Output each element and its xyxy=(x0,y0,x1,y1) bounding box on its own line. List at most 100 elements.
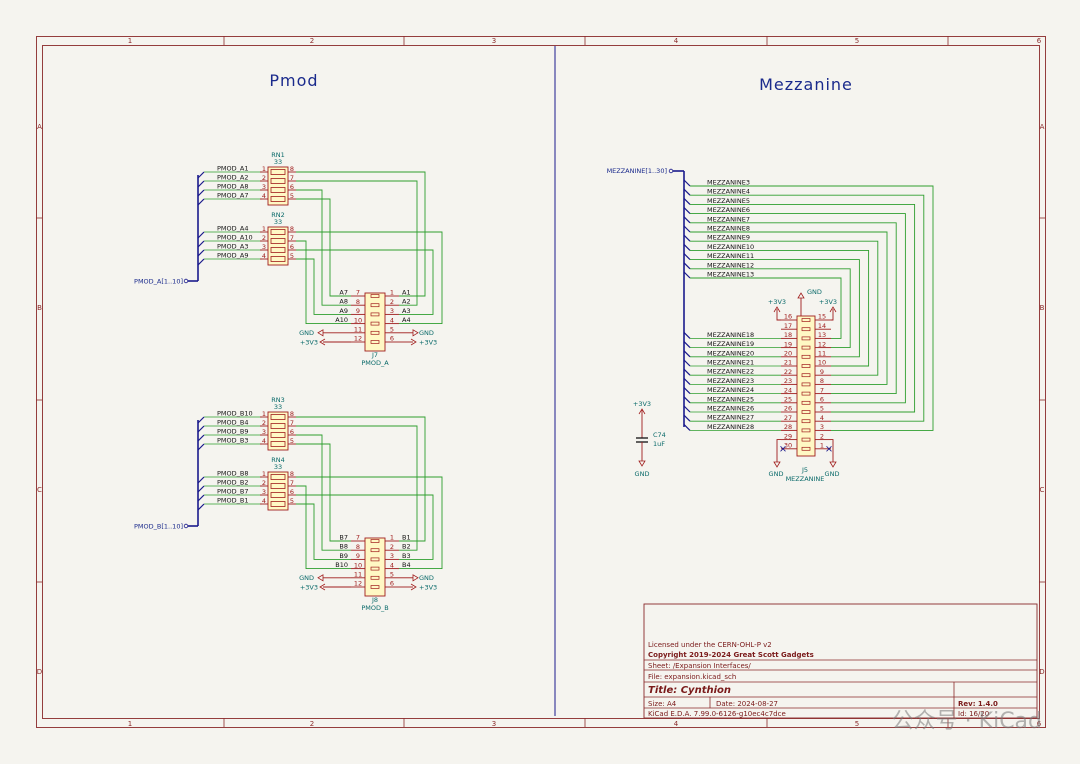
bus-entry xyxy=(197,240,205,248)
refdes: J5 xyxy=(801,466,808,474)
net-label: MEZZANINE19 xyxy=(707,340,754,348)
bus-entry xyxy=(683,271,691,279)
pin-number: 8 xyxy=(820,377,824,385)
net-label: MEZZANINE12 xyxy=(707,261,754,269)
net-label: MEZZANINE21 xyxy=(707,359,754,367)
wire xyxy=(296,198,351,297)
net-label: PMOD_B3 xyxy=(217,437,249,445)
resistor-element xyxy=(270,414,286,420)
connector-pin-pad xyxy=(801,419,811,424)
pin-number: 9 xyxy=(820,368,824,376)
pin-number: 5 xyxy=(290,192,294,200)
net-label: PMOD_A8 xyxy=(217,183,248,191)
pin-number: 3 xyxy=(390,307,394,315)
bus-entry xyxy=(683,414,691,422)
wire xyxy=(690,185,934,431)
pin-number: 1 xyxy=(390,289,394,297)
net-label: A7 xyxy=(339,289,348,297)
column-label: 2 xyxy=(310,720,314,728)
connector-pin-pad xyxy=(801,364,811,368)
inner-border xyxy=(42,45,1040,719)
pin-number: 14 xyxy=(818,322,826,330)
power-label: +3V3 xyxy=(633,400,651,408)
row-label: A xyxy=(37,123,42,131)
wire xyxy=(296,171,426,297)
pin-number: 7 xyxy=(290,419,294,427)
wire xyxy=(296,231,443,325)
net-label: PMOD_B2 xyxy=(217,479,249,487)
power-label: +3V3 xyxy=(419,584,437,592)
value: 33 xyxy=(274,158,282,166)
pin-number: 18 xyxy=(784,331,792,339)
column-label: 1 xyxy=(128,37,132,45)
resistor-element xyxy=(270,256,286,262)
wire xyxy=(690,203,916,413)
file-text: File: expansion.kicad_sch xyxy=(648,673,736,681)
column-label: 1 xyxy=(128,720,132,728)
net-label: A1 xyxy=(402,289,411,297)
pin-number: 10 xyxy=(354,316,362,324)
net-label: MEZZANINE11 xyxy=(707,252,754,260)
bus-label: MEZZANINE[1..30] xyxy=(607,167,667,175)
column-label: 5 xyxy=(855,37,859,45)
connector-pin-pad xyxy=(801,391,811,396)
resistor-network-body xyxy=(267,226,289,266)
row-label: A xyxy=(1040,123,1045,131)
pin-number: 17 xyxy=(784,322,792,330)
net-label: MEZZANINE9 xyxy=(707,234,750,242)
connector-pin-pad xyxy=(801,400,811,405)
pin-number: 16 xyxy=(784,313,792,321)
net-label: MEZZANINE25 xyxy=(707,395,754,403)
bus-entry xyxy=(683,179,691,187)
bus-entry xyxy=(197,198,205,206)
pin-number: 20 xyxy=(784,350,792,358)
net-label: MEZZANINE5 xyxy=(707,197,750,205)
pin-number: 2 xyxy=(390,298,394,306)
pin-number: 9 xyxy=(356,307,360,315)
connector-pin-pad xyxy=(370,330,380,335)
resistor-element xyxy=(270,492,286,498)
v33-symbol xyxy=(319,338,326,346)
column-label: 6 xyxy=(1037,720,1042,728)
pin-number: 29 xyxy=(784,432,792,440)
resistor-network-body xyxy=(267,471,289,511)
pin-number: 2 xyxy=(390,543,394,551)
connector-pin-pad xyxy=(801,318,811,322)
bus-entry xyxy=(683,377,691,385)
wire xyxy=(296,503,351,560)
license-text: Licensed under the CERN-OHL-P v2 xyxy=(648,641,772,649)
connector-pin-pad xyxy=(801,354,811,359)
value: PMOD_B xyxy=(361,604,388,612)
net-label: MEZZANINE20 xyxy=(707,349,754,357)
row-label: D xyxy=(37,668,42,676)
pin-number: 8 xyxy=(290,470,294,478)
pin-number: 12 xyxy=(354,335,362,343)
pin-number: 15 xyxy=(818,313,826,321)
wire xyxy=(690,259,860,358)
wire xyxy=(296,434,351,551)
rev-text: Rev: 1.4.0 xyxy=(958,700,998,708)
refdes: RN4 xyxy=(271,456,285,464)
gnd-symbol xyxy=(773,461,781,468)
connector-pin-pad xyxy=(801,446,811,451)
power-label: +3V3 xyxy=(768,298,786,306)
pin-number: 1 xyxy=(390,534,394,542)
row-label: C xyxy=(37,486,42,494)
v33-symbol xyxy=(829,306,837,313)
wire xyxy=(296,240,351,325)
pin-number: 4 xyxy=(262,437,266,445)
pin-number: 19 xyxy=(784,340,792,348)
pin-number: 4 xyxy=(262,192,266,200)
pin-number: 22 xyxy=(784,368,792,376)
pin-number: 24 xyxy=(784,386,792,394)
title-block: Licensed under the CERN-OHL-P v2Copyrigh… xyxy=(643,603,1042,734)
net-label: MEZZANINE23 xyxy=(707,377,754,385)
power-wire xyxy=(776,439,781,462)
value: 33 xyxy=(274,218,282,226)
sheet-text: Sheet: /Expansion Interfaces/ xyxy=(648,662,751,670)
column-label: 4 xyxy=(674,37,679,45)
net-label: A2 xyxy=(402,298,411,306)
bus-entry xyxy=(197,249,205,257)
